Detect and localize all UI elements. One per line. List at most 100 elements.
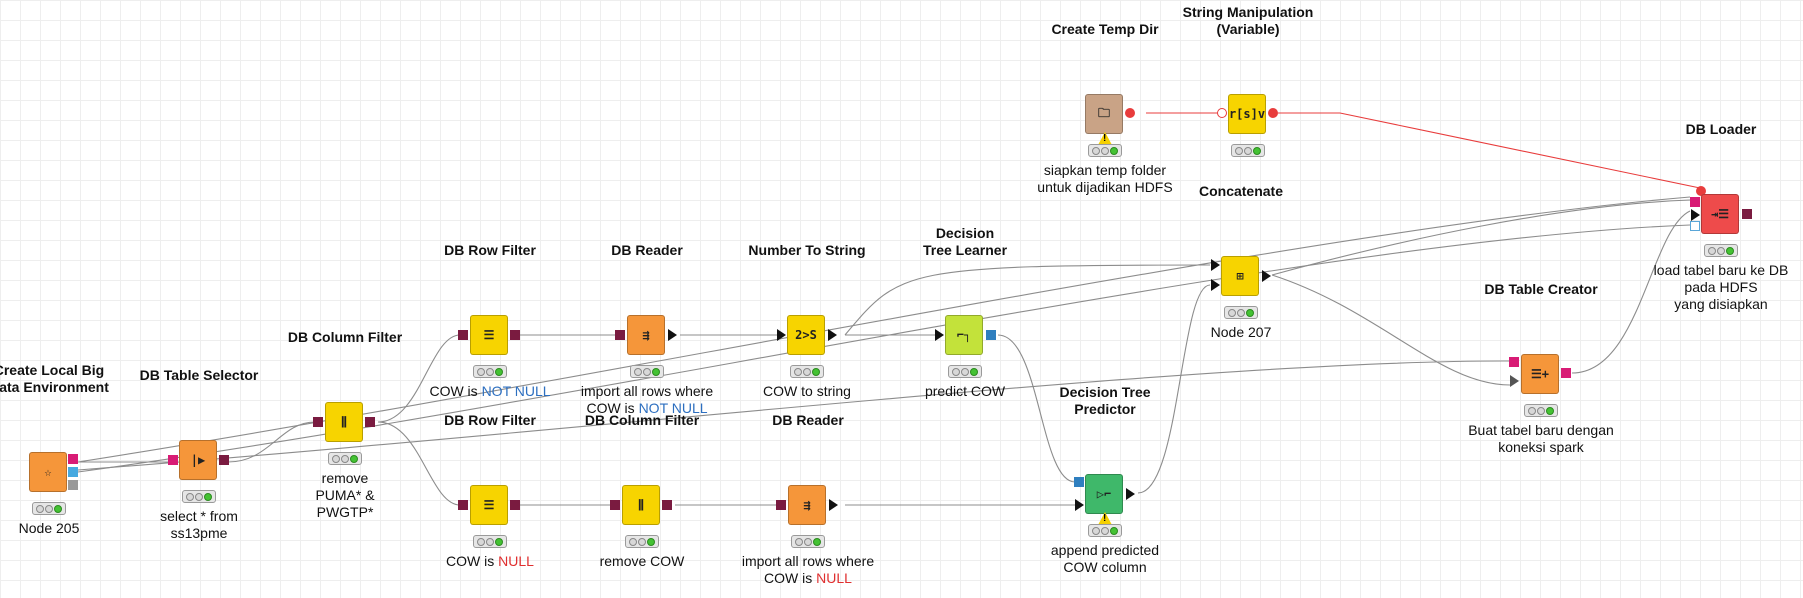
connection-numtostring-to-concatenate[interactable] <box>844 264 1211 336</box>
file-system-port[interactable] <box>68 480 78 490</box>
status-traffic-light <box>328 452 362 465</box>
connection-colfilter-to-rowfilter1[interactable] <box>377 334 461 423</box>
variable-output-port[interactable] <box>1268 108 1278 118</box>
variable-connection-stringmanip-to-dbloader[interactable] <box>1278 112 1701 189</box>
input-port[interactable] <box>313 417 323 427</box>
number-to-string-icon[interactable]: 2>S <box>787 315 825 355</box>
input-port-top[interactable] <box>1211 259 1220 271</box>
input-port[interactable] <box>610 500 620 510</box>
output-port[interactable] <box>829 499 838 511</box>
node-annotation: select * from ss13pme <box>160 508 238 541</box>
status-traffic-light <box>182 490 216 503</box>
output-port[interactable] <box>1742 209 1752 219</box>
folder-icon[interactable]: 🗀 <box>1085 94 1123 134</box>
hdfs-port[interactable] <box>68 467 78 477</box>
output-port[interactable] <box>365 417 375 427</box>
input-port[interactable] <box>935 329 944 341</box>
status-traffic-light <box>1088 524 1122 537</box>
node-annotation: import all rows where COW is NULL <box>713 553 903 587</box>
node-title: Decision Tree Learner <box>922 225 1008 258</box>
hdfs-input-port[interactable] <box>1690 221 1700 231</box>
decision-tree-predictor-icon[interactable]: ▷⌐ <box>1085 474 1123 514</box>
status-traffic-light <box>948 365 982 378</box>
output-port[interactable] <box>828 329 837 341</box>
input-port[interactable] <box>168 455 178 465</box>
node-title: DB Loader <box>1685 121 1757 137</box>
annotation-highlight: NULL <box>498 553 534 569</box>
warning-icon <box>1098 132 1112 145</box>
output-port[interactable] <box>510 500 520 510</box>
output-port[interactable] <box>219 455 229 465</box>
input-port[interactable] <box>458 500 468 510</box>
status-traffic-light <box>1224 306 1258 319</box>
decision-tree-learner-icon[interactable]: ⌐┐ <box>945 315 983 355</box>
input-port[interactable] <box>615 330 625 340</box>
data-input-port[interactable] <box>1691 209 1700 221</box>
output-port[interactable] <box>1262 270 1271 282</box>
output-port[interactable] <box>1126 488 1135 500</box>
variable-input-port[interactable] <box>1696 186 1706 196</box>
status-traffic-light <box>473 365 507 378</box>
status-traffic-light <box>473 535 507 548</box>
status-traffic-light <box>790 365 824 378</box>
row-filter-icon[interactable]: ☰ <box>470 315 508 355</box>
db-reader-icon[interactable]: ⇶ <box>788 485 826 525</box>
connection-bigdata-to-dbloader[interactable] <box>77 196 1691 463</box>
node-title: Number To String <box>748 242 866 258</box>
status-traffic-light <box>1704 244 1738 257</box>
table-selector-icon[interactable]: |▶ <box>179 440 217 480</box>
status-traffic-light <box>625 535 659 548</box>
node-title: Create Local Big Data Environment <box>0 362 109 395</box>
concatenate-icon[interactable]: ⊞ <box>1221 256 1259 296</box>
connection-bigdata-hdfs-to-dbloader[interactable] <box>77 224 1691 473</box>
db-reader-icon[interactable]: ⇶ <box>627 315 665 355</box>
input-port[interactable] <box>776 500 786 510</box>
node-title: DB Column Filter <box>287 329 403 345</box>
column-filter-icon[interactable]: ⫼ <box>622 485 660 525</box>
string-manipulation-icon[interactable]: r[s]v <box>1228 94 1266 134</box>
node-title: DB Table Selector <box>139 367 259 383</box>
node-annotation: predict COW <box>924 383 1006 399</box>
connection-colfilter-to-rowfilter2[interactable] <box>377 421 461 506</box>
node-title: Concatenate <box>1198 183 1284 199</box>
node-annotation: remove PUMA* & PWGTP* <box>315 470 375 520</box>
spark-environment-icon[interactable]: ☆ <box>29 452 67 492</box>
node-title: DB Row Filter <box>444 412 536 428</box>
session-input-port[interactable] <box>1690 197 1700 207</box>
connection-concatenate-to-dbloader[interactable] <box>1271 199 1691 276</box>
session-input-port[interactable] <box>1509 357 1519 367</box>
node-annotation: COW is NULL <box>395 553 585 570</box>
node-title: String Manipulation (Variable) <box>1182 4 1314 37</box>
input-port[interactable] <box>458 330 468 340</box>
annotation-text: COW is <box>446 553 499 569</box>
node-annotation: COW is NOT NULL <box>395 383 585 400</box>
node-annotation: import all rows where COW is NOT NULL <box>552 383 742 417</box>
spark-port[interactable] <box>68 454 78 464</box>
row-filter-icon[interactable]: ☰ <box>470 485 508 525</box>
output-port[interactable] <box>662 500 672 510</box>
connection-learner-to-predictor[interactable] <box>997 334 1076 483</box>
output-port[interactable] <box>668 329 677 341</box>
connection-selector-to-colfilter[interactable] <box>227 421 316 463</box>
node-title: DB Column Filter <box>584 412 700 428</box>
model-input-port[interactable] <box>1074 477 1084 487</box>
db-loader-icon[interactable]: ⇥☰ <box>1701 194 1739 234</box>
connection-bigdata-to-tablecreator[interactable] <box>77 360 1511 471</box>
column-filter-icon[interactable]: ⫼ <box>325 402 363 442</box>
connection-predictor-to-concatenate[interactable] <box>1137 284 1211 494</box>
variable-input-port[interactable] <box>1217 108 1227 118</box>
data-input-port[interactable] <box>1075 499 1084 511</box>
node-annotation: append predicted COW column <box>1050 542 1160 575</box>
output-port[interactable] <box>1561 368 1571 378</box>
input-port-bottom[interactable] <box>1211 279 1220 291</box>
model-output-port[interactable] <box>986 330 996 340</box>
connection-concatenate-to-tablecreator[interactable] <box>1271 274 1511 386</box>
node-annotation: siapkan temp folder untuk dijadikan HDFS <box>1037 162 1173 195</box>
status-traffic-light <box>630 365 664 378</box>
output-port[interactable] <box>510 330 520 340</box>
connection-tablecreator-to-dbloader[interactable] <box>1571 210 1691 374</box>
variable-output-port[interactable] <box>1125 108 1135 118</box>
table-creator-icon[interactable]: ☰+ <box>1521 354 1559 394</box>
data-input-port[interactable] <box>1510 375 1519 387</box>
input-port[interactable] <box>777 329 786 341</box>
